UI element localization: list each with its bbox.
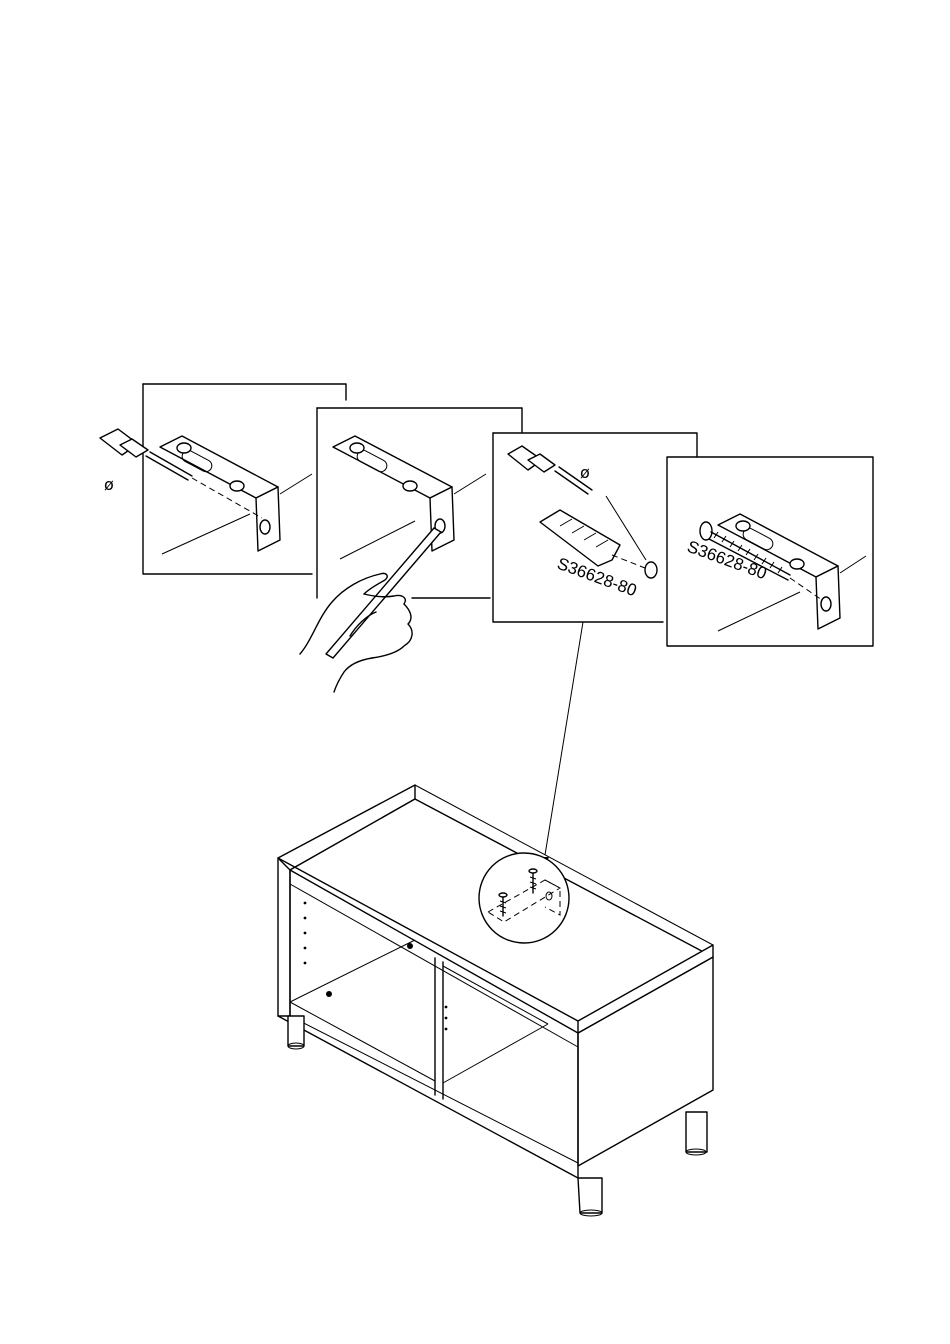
pencil-icon [326, 528, 441, 658]
callout-leader-line [545, 622, 583, 855]
diameter-icon: ø [580, 463, 590, 482]
wall-bracket-icon [160, 436, 312, 551]
step-panel-2 [300, 408, 522, 692]
leg [578, 1178, 602, 1216]
step-panel-4: S36628-80 [667, 457, 873, 646]
svg-text:ø: ø [104, 475, 114, 494]
wall-plug-icon [540, 510, 645, 568]
tv-bench-icon [278, 785, 713, 1216]
diameter-icon: ø [104, 475, 114, 494]
wall-bracket-icon [333, 436, 486, 551]
step-panel-1: ø [100, 384, 346, 574]
leg [686, 1112, 707, 1155]
drill-hole [645, 562, 657, 578]
leg [288, 1016, 304, 1049]
svg-text:ø: ø [580, 463, 590, 482]
detail-circle-icon [479, 853, 569, 943]
